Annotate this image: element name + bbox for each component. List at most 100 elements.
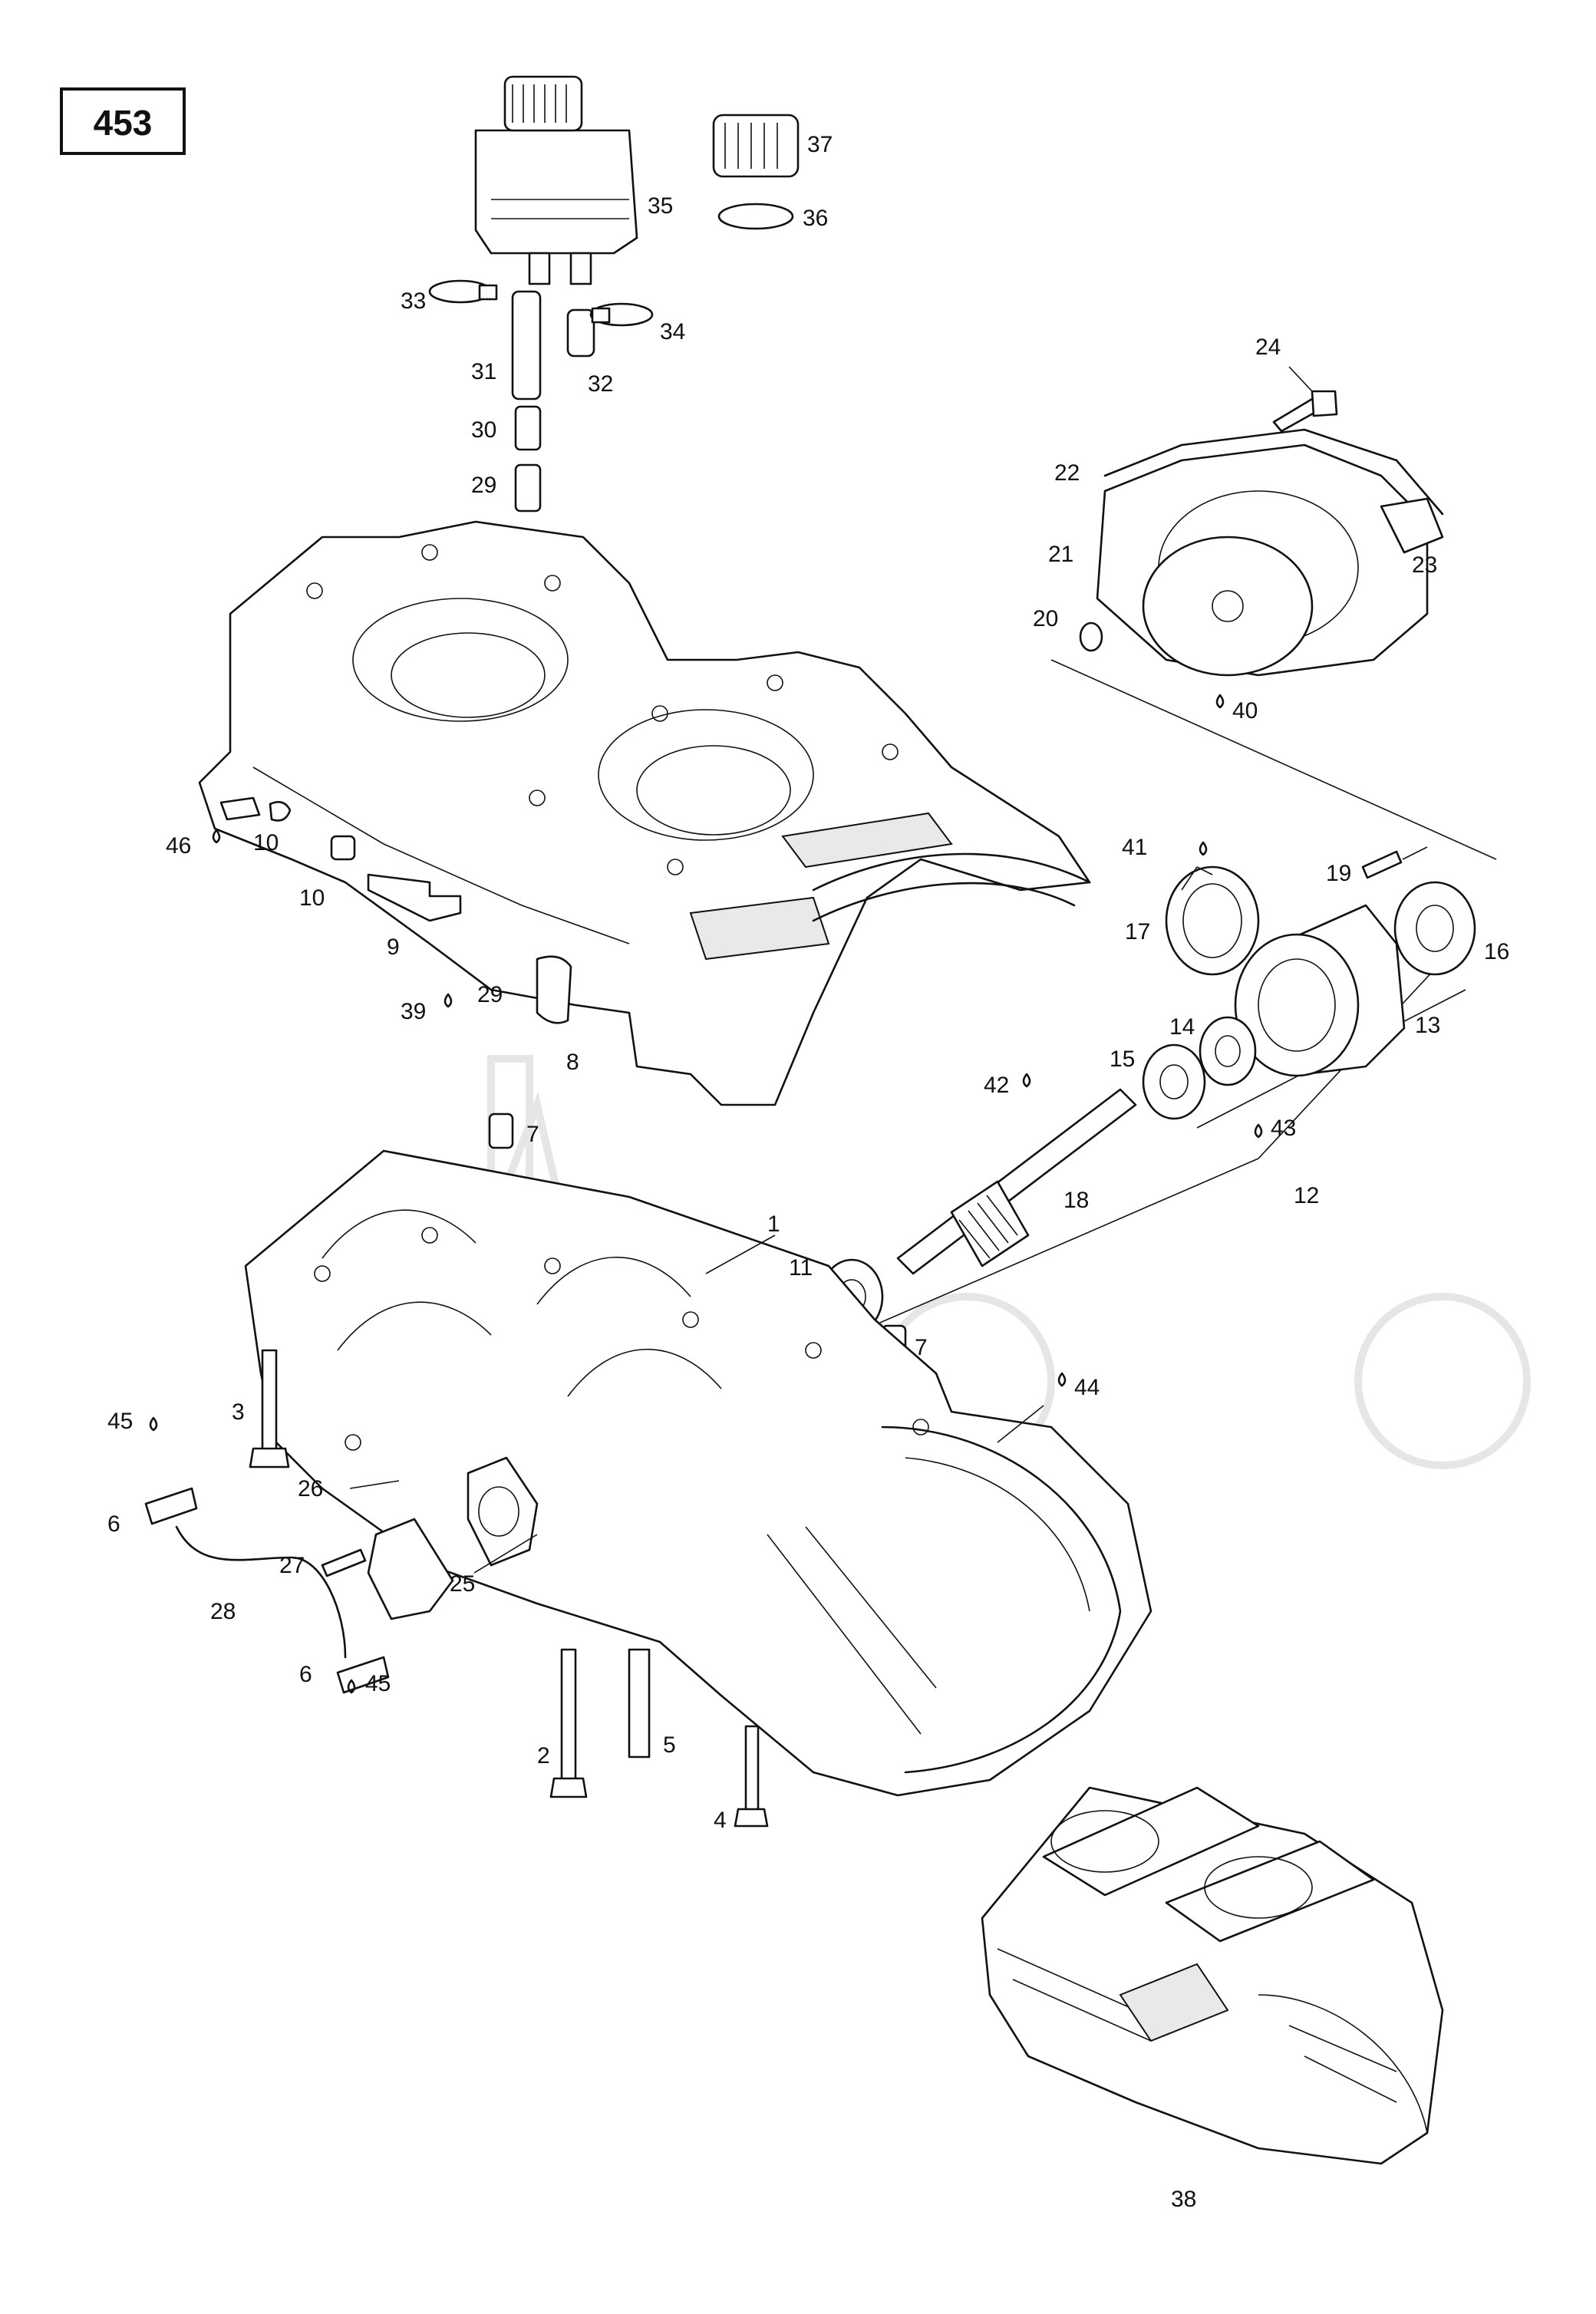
callout-43: 43 bbox=[1271, 1116, 1296, 1141]
leader-lines bbox=[349, 366, 1428, 1574]
callout-34: 34 bbox=[660, 319, 685, 344]
bracket-line-40 bbox=[1050, 659, 1497, 860]
callout-22: 22 bbox=[1054, 460, 1080, 486]
boot-8 bbox=[536, 955, 572, 1024]
drop-icon bbox=[1215, 694, 1225, 709]
callout-14: 14 bbox=[1169, 1014, 1195, 1040]
callout-18: 18 bbox=[1063, 1188, 1089, 1213]
plug-10b bbox=[330, 835, 356, 861]
callout-2: 2 bbox=[537, 1743, 550, 1768]
disk-36 bbox=[717, 203, 794, 230]
impeller-21 bbox=[1142, 536, 1314, 677]
callout-19: 19 bbox=[1326, 861, 1351, 886]
callout-27: 27 bbox=[279, 1553, 305, 1578]
callout-16: 16 bbox=[1484, 939, 1509, 964]
callout-5: 5 bbox=[663, 1732, 676, 1758]
seal-17 bbox=[1165, 865, 1260, 976]
callout-37: 37 bbox=[807, 132, 833, 157]
callout-3: 3 bbox=[232, 1399, 245, 1425]
callout-45a: 45 bbox=[107, 1409, 133, 1434]
callout-44: 44 bbox=[1074, 1375, 1100, 1400]
drop-icon bbox=[212, 829, 221, 844]
callout-32: 32 bbox=[588, 371, 613, 397]
ring-16 bbox=[1393, 881, 1476, 976]
bearing-14 bbox=[1199, 1016, 1257, 1086]
tee-fitting-9 bbox=[367, 873, 462, 922]
fitting-6a bbox=[144, 1487, 198, 1525]
drop-icon bbox=[347, 1679, 356, 1694]
dowel-7a bbox=[488, 1112, 514, 1149]
callout-7b: 7 bbox=[915, 1335, 928, 1360]
callout-21: 21 bbox=[1048, 542, 1073, 567]
callout-labels: 1 2 3 4 5 6 6 7 7 8 9 10 10 11 12 13 14 … bbox=[107, 132, 1509, 2212]
lower-crankcase bbox=[244, 1149, 1152, 1797]
drop-icon bbox=[149, 1416, 158, 1432]
callout-24: 24 bbox=[1255, 335, 1281, 360]
drop-icon bbox=[1254, 1123, 1263, 1139]
callout-9: 9 bbox=[387, 934, 400, 960]
page-number: 453 bbox=[94, 103, 153, 143]
washer-20 bbox=[1079, 621, 1103, 652]
callout-6a: 6 bbox=[107, 1511, 120, 1537]
bolt-2 bbox=[549, 1648, 588, 1798]
oil-reservoir-35 bbox=[474, 75, 638, 285]
bolt-3 bbox=[249, 1349, 290, 1468]
fitting-30 bbox=[514, 405, 542, 451]
bolt-4 bbox=[734, 1725, 769, 1828]
drop-icon bbox=[444, 993, 453, 1008]
cover-plate-26 bbox=[367, 1456, 539, 1620]
page-number-box: 453 bbox=[60, 87, 186, 155]
callout-40: 40 bbox=[1232, 698, 1258, 724]
callout-31: 31 bbox=[471, 359, 496, 384]
drop-icon bbox=[1199, 841, 1208, 856]
callout-30: 30 bbox=[471, 417, 496, 443]
stud-5 bbox=[628, 1648, 651, 1759]
callout-12: 12 bbox=[1294, 1183, 1319, 1208]
shaft-18 bbox=[896, 1088, 1137, 1275]
plug-10a bbox=[269, 801, 292, 822]
callout-11: 11 bbox=[789, 1255, 813, 1281]
callout-10a: 10 bbox=[253, 830, 279, 855]
callout-23: 23 bbox=[1412, 552, 1437, 578]
callout-10b: 10 bbox=[299, 885, 325, 911]
hose-32 bbox=[566, 308, 595, 358]
callout-36: 36 bbox=[803, 206, 828, 231]
callout-39: 39 bbox=[401, 999, 426, 1024]
hose-29-top bbox=[514, 463, 542, 513]
drop-icon bbox=[1057, 1372, 1067, 1387]
bearing-15 bbox=[1142, 1043, 1206, 1120]
upper-crankcase bbox=[198, 520, 1091, 1106]
drop-icon bbox=[1022, 1073, 1031, 1088]
cap-37 bbox=[712, 114, 800, 178]
callout-1: 1 bbox=[767, 1211, 780, 1237]
callout-20: 20 bbox=[1033, 606, 1058, 631]
callout-25: 25 bbox=[450, 1571, 475, 1597]
hose-28 bbox=[175, 1525, 347, 1659]
callout-28: 28 bbox=[210, 1599, 236, 1624]
callout-29b: 29 bbox=[477, 982, 503, 1007]
callout-46: 46 bbox=[166, 833, 191, 859]
callout-17: 17 bbox=[1125, 919, 1150, 944]
clamp-34 bbox=[589, 302, 654, 327]
callout-45b: 45 bbox=[365, 1671, 391, 1696]
callout-4: 4 bbox=[714, 1808, 727, 1833]
screw-19 bbox=[1361, 850, 1403, 879]
callout-8: 8 bbox=[566, 1050, 579, 1075]
callout-29a: 29 bbox=[471, 473, 496, 498]
clamp-33 bbox=[428, 279, 498, 304]
callout-38: 38 bbox=[1171, 2187, 1196, 2212]
gasket-22 bbox=[1103, 428, 1444, 516]
callout-33: 33 bbox=[401, 288, 426, 314]
screw-27 bbox=[321, 1548, 367, 1577]
callout-42: 42 bbox=[984, 1073, 1009, 1098]
callout-35: 35 bbox=[648, 193, 673, 219]
callout-13: 13 bbox=[1415, 1013, 1440, 1038]
engine-assembly-38 bbox=[981, 1786, 1444, 2165]
screw-24-head bbox=[1311, 390, 1338, 417]
drop-icons bbox=[149, 694, 1263, 1694]
callout-15: 15 bbox=[1110, 1047, 1135, 1072]
callout-6b: 6 bbox=[299, 1662, 312, 1687]
callout-7a: 7 bbox=[526, 1122, 539, 1147]
callout-41: 41 bbox=[1122, 835, 1147, 860]
